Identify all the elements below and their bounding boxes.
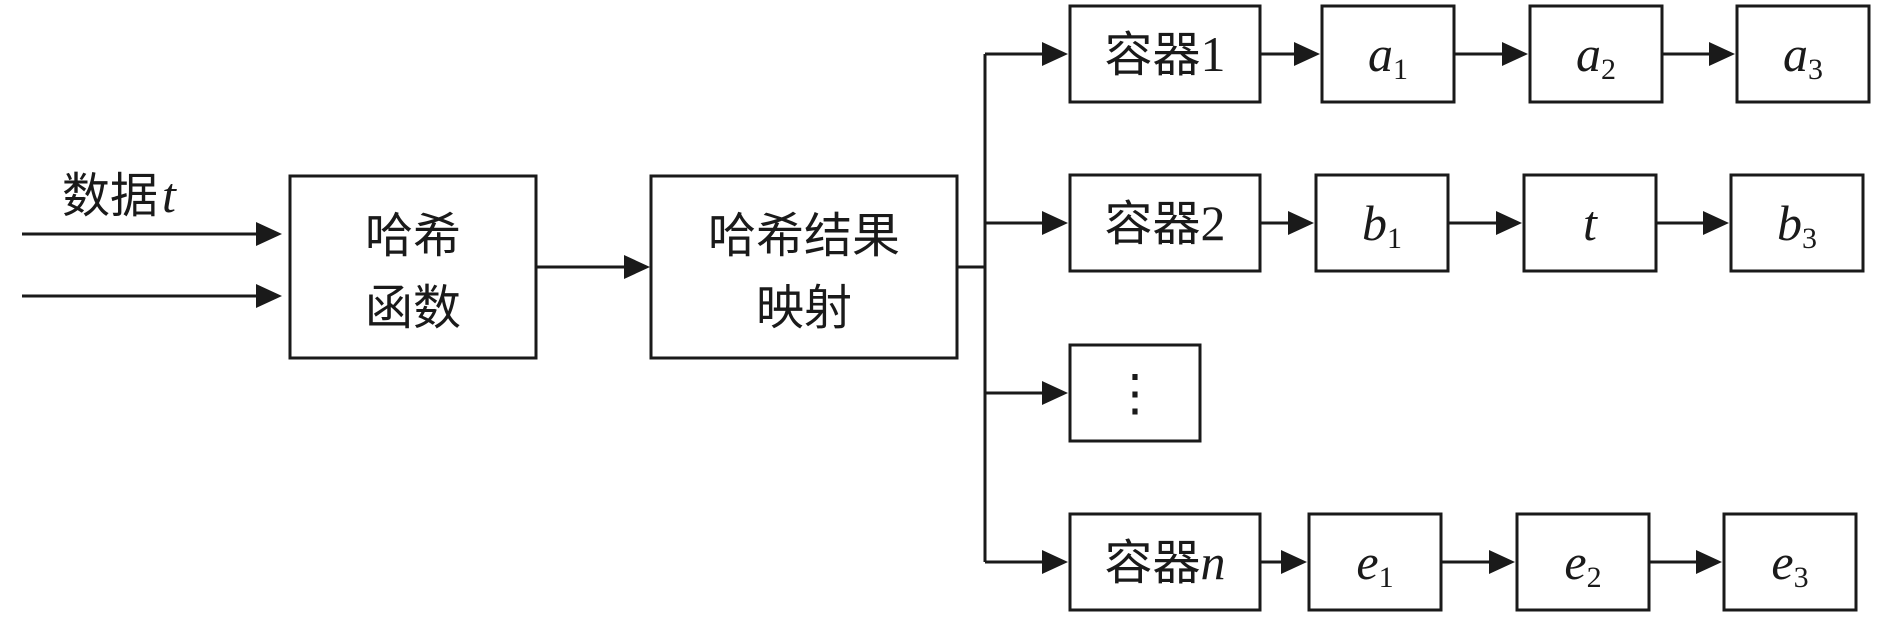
container-label: 容器2 (1104, 195, 1225, 252)
arrow-hash-to-mapping (536, 255, 650, 279)
item-arrow-4-2 (1441, 550, 1515, 574)
list-item-label: a3 (1783, 26, 1823, 86)
container-label: 容器n (1104, 534, 1225, 591)
hash-function-line2: 函数 (365, 280, 461, 336)
container-box: 容器n (1068, 512, 1262, 612)
hash-mapping-line1: 哈希结果 (708, 208, 900, 264)
list-item-label: a2 (1576, 26, 1616, 86)
branch-arrow-4 (985, 550, 1068, 574)
branch-arrow-2 (985, 211, 1068, 235)
item-arrow-1-2 (1454, 42, 1528, 66)
item-arrow-1-1 (1260, 42, 1320, 66)
list-item-label: b3 (1777, 195, 1817, 255)
list-item: e3 (1722, 512, 1858, 612)
container-box: 容器1 (1068, 4, 1262, 104)
list-item: a1 (1320, 4, 1456, 104)
branch-arrow-3 (985, 381, 1068, 405)
list-item-label: e3 (1771, 534, 1808, 594)
list-item-label: e2 (1564, 534, 1601, 594)
branch-arrow-1 (985, 42, 1068, 66)
list-item: b3 (1729, 173, 1865, 273)
branch-connector (957, 54, 987, 562)
container-box: 容器2 (1068, 173, 1262, 273)
container-row-1: 容器1 a1 a2 a3 (985, 4, 1871, 104)
item-arrow-2-3 (1656, 211, 1729, 235)
list-item: a3 (1735, 4, 1871, 104)
container-row-4: 容器n e1 e2 e3 (985, 512, 1858, 612)
list-item-label: e1 (1356, 534, 1393, 594)
list-item-label: b1 (1362, 195, 1402, 255)
hash-function-box: 哈希 函数 (288, 174, 538, 360)
item-arrow-2-2 (1448, 211, 1522, 235)
list-item: a2 (1528, 4, 1664, 104)
list-item-label: a1 (1368, 26, 1408, 86)
input-label: 数据t (62, 167, 177, 224)
list-item-label: t (1583, 195, 1598, 251)
container-row-2: 容器2 b1 t b3 (985, 173, 1865, 273)
hash-mapping-box: 哈希结果 映射 (649, 174, 959, 360)
list-item: e1 (1307, 512, 1443, 612)
input-arrow-1 (22, 222, 282, 246)
input-arrow-2 (22, 284, 282, 308)
container-label: 容器1 (1104, 26, 1225, 83)
ellipsis-label: ⋮ (1110, 365, 1160, 421)
list-item: t (1522, 173, 1658, 273)
container-rows: 容器1 a1 a2 a3 容器2 b1 t b3 ⋮ 容器n e1 e2 e3 (985, 4, 1871, 612)
container-row-3: ⋮ (985, 343, 1202, 443)
list-item: e2 (1515, 512, 1651, 612)
item-arrow-2-1 (1260, 211, 1314, 235)
hash-function-line1: 哈希 (365, 208, 461, 264)
item-arrow-4-3 (1649, 550, 1722, 574)
list-item: b1 (1314, 173, 1450, 273)
item-arrow-1-3 (1662, 42, 1735, 66)
ellipsis-box: ⋮ (1068, 343, 1202, 443)
hash-mapping-line2: 映射 (756, 280, 852, 336)
item-arrow-4-1 (1260, 550, 1307, 574)
